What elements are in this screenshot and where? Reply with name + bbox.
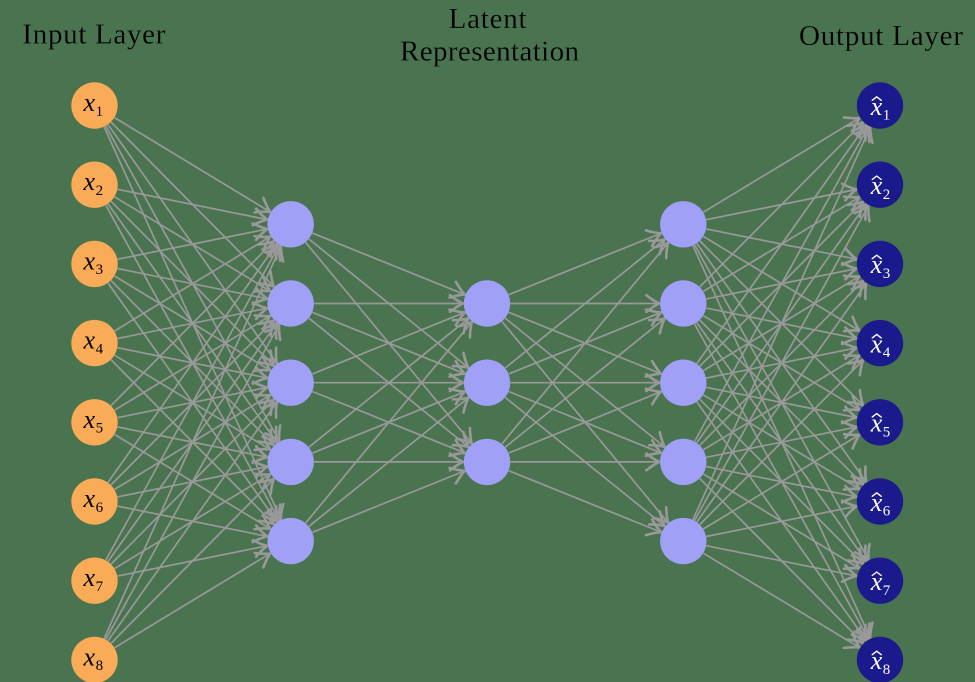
svg-text:Output Layer: Output Layer xyxy=(799,20,963,52)
svg-text:Input Layer: Input Layer xyxy=(22,19,165,51)
svg-text:x5: x5 xyxy=(83,405,104,437)
svg-text:Latent: Latent xyxy=(449,3,527,35)
svg-text:x8: x8 xyxy=(83,642,104,674)
svg-text:x7: x7 xyxy=(83,563,104,595)
svg-text:x6: x6 xyxy=(83,484,104,516)
svg-text:x1: x1 xyxy=(83,88,104,120)
svg-text:Representation: Representation xyxy=(400,36,580,68)
svg-text:x3: x3 xyxy=(83,246,104,278)
svg-text:x2: x2 xyxy=(83,167,104,199)
svg-text:x4: x4 xyxy=(83,326,104,358)
